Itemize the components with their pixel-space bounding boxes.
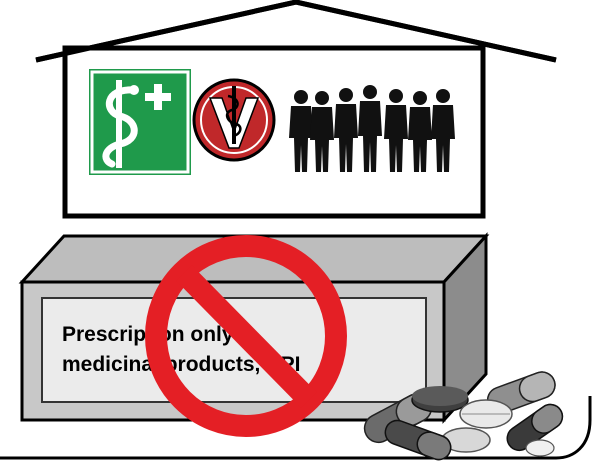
storage-label: Prescription only medicinal products, AP…	[50, 305, 410, 395]
storage-label-line-2: medicinal products, API	[62, 353, 301, 376]
people-silhouettes-icon	[289, 85, 455, 172]
storage-box-top	[18, 234, 490, 284]
house-roof-overlap	[35, 0, 557, 63]
ground-line	[0, 396, 592, 460]
pharmacy-cross-caduceus-icon	[87, 67, 193, 177]
storage-label-line-1: Prescription only	[62, 323, 234, 346]
veterinary-v-caduceus-icon	[192, 78, 276, 162]
